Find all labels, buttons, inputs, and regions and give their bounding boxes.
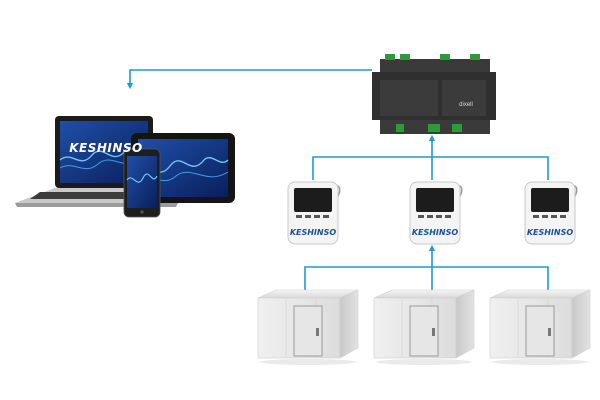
gateway-unit: dixell xyxy=(372,54,496,134)
connection-lines xyxy=(126,69,549,290)
cold-room-3 xyxy=(489,289,591,365)
cold-room-1 xyxy=(257,289,359,365)
display-icon xyxy=(294,188,332,212)
local-controller-1: KESHINSO xyxy=(287,181,341,245)
cold-rooms-group xyxy=(257,289,591,365)
controller-brand-logo: KESHINSO xyxy=(412,228,459,237)
controllers-group: KESHINSO KESHINSO KESHINSO xyxy=(287,181,578,245)
devices-group: KESHINSO xyxy=(15,116,235,218)
controller-brand-logo: KESHINSO xyxy=(527,228,574,237)
cold-room-2 xyxy=(373,289,475,365)
controller-brand-logo: KESHINSO xyxy=(290,228,337,237)
local-controller-3: KESHINSO xyxy=(524,181,578,245)
cold-room-door-icon xyxy=(293,305,323,357)
cold-room-door-icon xyxy=(409,305,439,357)
smartphone-icon xyxy=(123,148,161,218)
display-icon xyxy=(531,188,569,212)
local-controller-2: KESHINSO xyxy=(409,181,463,245)
display-icon xyxy=(416,188,454,212)
cold-room-door-icon xyxy=(525,305,555,357)
controllers-bus-top xyxy=(312,156,549,180)
laptop-brand-logo: KESHINSO xyxy=(69,141,143,155)
gateway-label: dixell xyxy=(459,102,473,108)
gateway-to-devices-arrow xyxy=(126,69,372,90)
rooms-bus-top xyxy=(304,266,549,290)
